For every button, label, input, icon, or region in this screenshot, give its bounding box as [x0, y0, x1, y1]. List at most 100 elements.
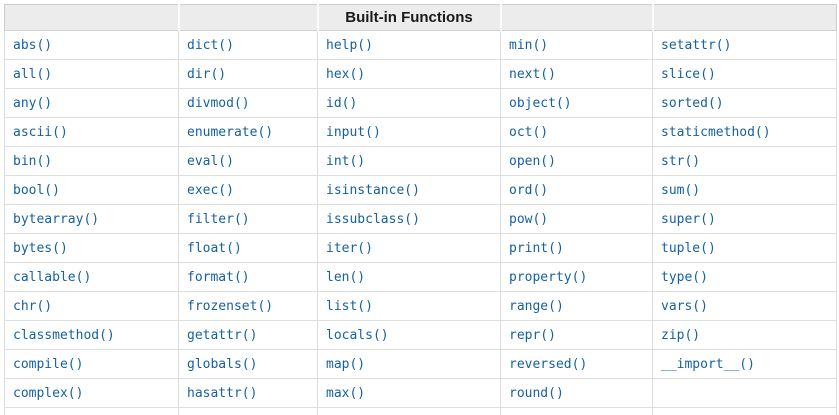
function-link[interactable]: min()	[509, 38, 549, 53]
header-cell-empty	[499, 4, 653, 31]
function-link[interactable]: sum()	[661, 183, 701, 198]
table-cell: input()	[317, 117, 501, 147]
function-link[interactable]: enumerate()	[187, 125, 274, 140]
function-link[interactable]: super()	[661, 212, 716, 227]
function-link[interactable]: filter()	[187, 212, 250, 227]
function-link[interactable]: round()	[509, 386, 564, 401]
function-link[interactable]: help()	[326, 38, 373, 53]
function-link[interactable]: repr()	[509, 328, 556, 343]
function-link[interactable]: property()	[509, 270, 588, 285]
table-cell: setattr()	[652, 30, 837, 60]
function-link[interactable]: list()	[326, 299, 373, 314]
function-link[interactable]: classmethod()	[13, 328, 115, 343]
table-row: all() dir() hex() next() slice()	[4, 59, 837, 89]
function-link[interactable]: ord()	[509, 183, 549, 198]
table-row: callable() format() len() property() type()	[4, 262, 837, 292]
table-cell: format()	[178, 262, 318, 292]
table-cell: vars()	[652, 291, 837, 321]
function-link[interactable]: vars()	[661, 299, 708, 314]
function-link[interactable]: divmod()	[187, 96, 250, 111]
function-link[interactable]: chr()	[13, 299, 53, 314]
function-link[interactable]: slice()	[661, 67, 716, 82]
table-cell: float()	[178, 233, 318, 263]
function-link[interactable]: int()	[326, 154, 366, 169]
function-link[interactable]: reversed()	[509, 357, 588, 372]
table-cell: zip()	[652, 320, 837, 350]
table-cell: dir()	[178, 59, 318, 89]
table-cell: chr()	[4, 291, 179, 321]
function-link[interactable]: compile()	[13, 357, 84, 372]
function-link[interactable]: str()	[661, 154, 701, 169]
function-link[interactable]: any()	[13, 96, 53, 111]
table-cell: repr()	[500, 320, 653, 350]
table-cell: abs()	[4, 30, 179, 60]
function-link[interactable]: issubclass()	[326, 212, 420, 227]
function-link[interactable]: staticmethod()	[661, 125, 771, 140]
function-link[interactable]: bool()	[13, 183, 60, 198]
function-link[interactable]: globals()	[187, 357, 258, 372]
function-link[interactable]: __import__()	[661, 357, 755, 372]
function-link[interactable]: pow()	[509, 212, 549, 227]
table-cell: globals()	[178, 349, 318, 379]
table-cell: any()	[4, 88, 179, 118]
function-link[interactable]: len()	[326, 270, 366, 285]
function-link[interactable]: range()	[509, 299, 564, 314]
function-link[interactable]: eval()	[187, 154, 234, 169]
function-link[interactable]: print()	[509, 241, 564, 256]
function-link[interactable]: open()	[509, 154, 556, 169]
table-cell: enumerate()	[178, 117, 318, 147]
function-link[interactable]: complex()	[13, 386, 84, 401]
function-link[interactable]: exec()	[187, 183, 234, 198]
table-row: compile() globals() map() reversed() __impor…	[4, 349, 837, 379]
function-link[interactable]: id()	[326, 96, 358, 111]
table-cell: memoryview()	[317, 407, 501, 415]
function-link[interactable]: tuple()	[661, 241, 716, 256]
function-link[interactable]: bytearray()	[13, 212, 100, 227]
function-link[interactable]: abs()	[13, 38, 53, 53]
function-link[interactable]: iter()	[326, 241, 373, 256]
table-row: classmethod() getattr() locals() repr() zip(…	[4, 320, 837, 350]
table-row: complex() hasattr() max() round()	[4, 378, 837, 408]
builtin-functions-table: Built-in Functions abs()dict()help()min(…	[4, 4, 837, 415]
function-link[interactable]: getattr()	[187, 328, 258, 343]
function-link[interactable]: locals()	[326, 328, 389, 343]
function-link[interactable]: max()	[326, 386, 366, 401]
function-link[interactable]: next()	[509, 67, 556, 82]
function-link[interactable]: object()	[509, 96, 572, 111]
function-link[interactable]: all()	[13, 67, 53, 82]
table-cell: max()	[317, 378, 501, 408]
table-row: bin() eval() int() open() str()	[4, 146, 837, 176]
table-row: bytearray() filter() issubclass() pow() supe…	[4, 204, 837, 234]
function-link[interactable]: bin()	[13, 154, 53, 169]
function-link[interactable]: ascii()	[13, 125, 68, 140]
function-link[interactable]: hasattr()	[187, 386, 258, 401]
function-link[interactable]: isinstance()	[326, 183, 420, 198]
function-link[interactable]: frozenset()	[187, 299, 274, 314]
table-cell: all()	[4, 59, 179, 89]
function-link[interactable]: zip()	[661, 328, 701, 343]
function-link[interactable]: setattr()	[661, 38, 732, 53]
table-row: bytes() float() iter() print() tuple()	[4, 233, 837, 263]
function-link[interactable]: dir()	[187, 67, 227, 82]
function-link[interactable]: bytes()	[13, 241, 68, 256]
table-cell: open()	[500, 146, 653, 176]
table-cell-empty	[652, 407, 837, 415]
function-link[interactable]: input()	[326, 125, 381, 140]
table-row: ascii() enumerate() input() oct() staticmeth…	[4, 117, 837, 147]
function-link[interactable]: format()	[187, 270, 250, 285]
function-link[interactable]: hex()	[326, 67, 366, 82]
table-cell: str()	[652, 146, 837, 176]
table-cell: isinstance()	[317, 175, 501, 205]
function-link[interactable]: float()	[187, 241, 242, 256]
function-link[interactable]: oct()	[509, 125, 549, 140]
table-cell: hex()	[317, 59, 501, 89]
function-link[interactable]: map()	[326, 357, 366, 372]
function-link[interactable]: type()	[661, 270, 708, 285]
function-link[interactable]: sorted()	[661, 96, 724, 111]
function-link[interactable]: callable()	[13, 270, 92, 285]
table-cell: list()	[317, 291, 501, 321]
table-cell: complex()	[4, 378, 179, 408]
table-cell: pow()	[500, 204, 653, 234]
function-link[interactable]: dict()	[187, 38, 234, 53]
